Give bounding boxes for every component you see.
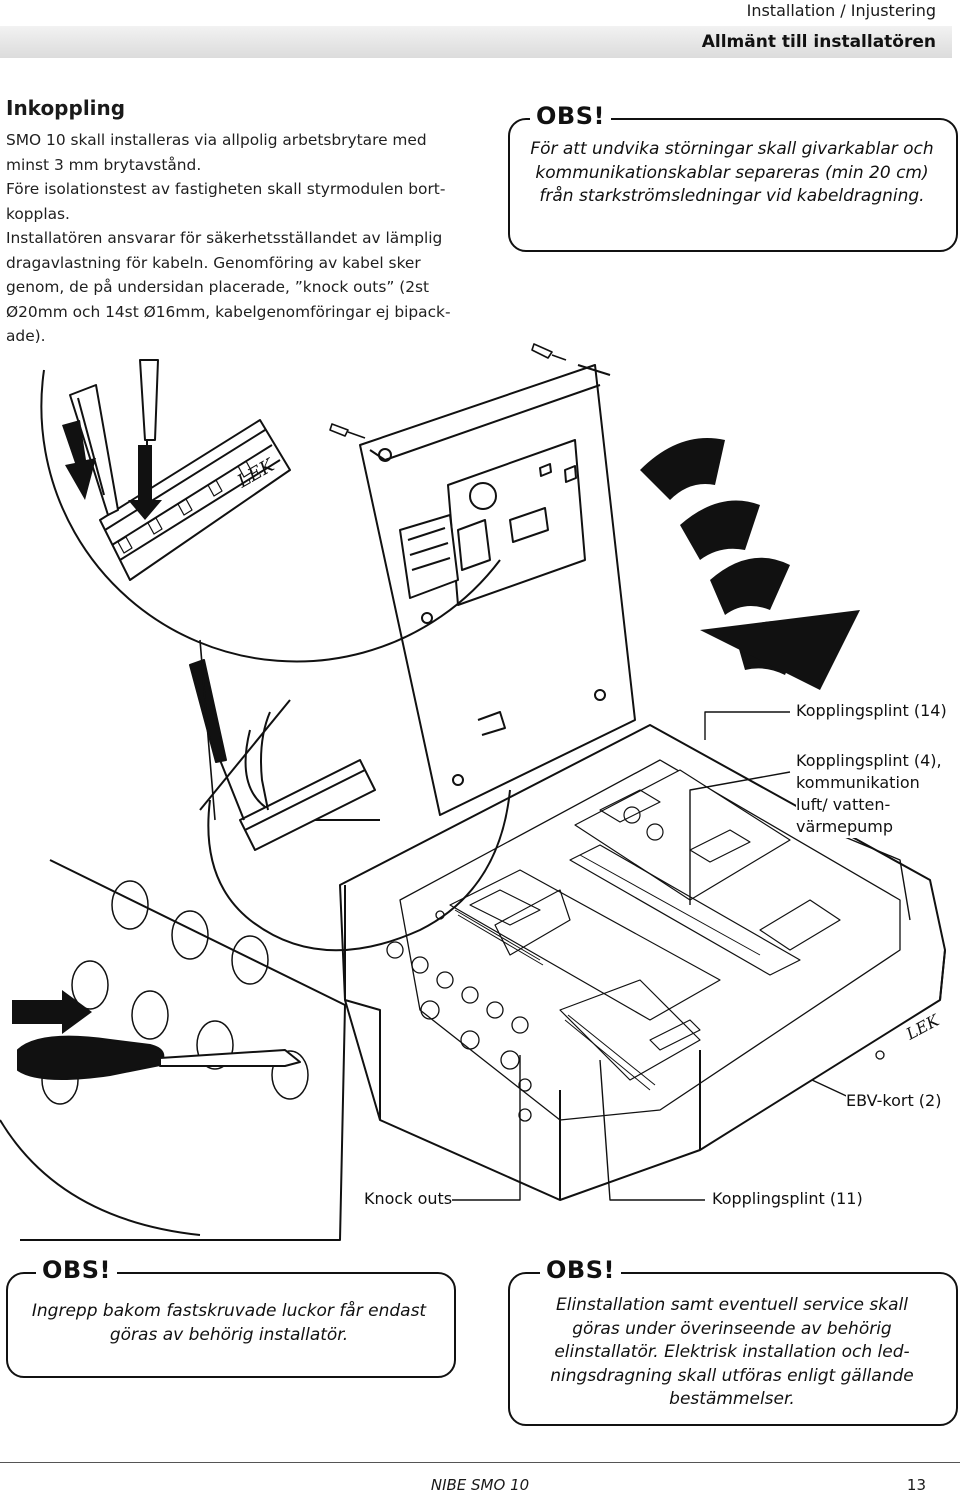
- obs-notice-electrical: [508, 1272, 958, 1426]
- callout-knock-outs: Knock outs: [364, 1188, 453, 1210]
- obs-label: OBS!: [530, 104, 611, 128]
- intro-paragraph-3: Installatören ansvarar för säkerhetsstäl…: [6, 229, 451, 345]
- obs-notice-authorized: [6, 1272, 456, 1378]
- enclosure-lid: [359, 364, 636, 816]
- callout-kopplingsplint-4: Kopplingsplint (4), kommunikation luft/ …: [796, 750, 956, 838]
- callout-kopplingsplint-14: Kopplingsplint (14): [796, 700, 947, 722]
- footer-divider: [0, 1462, 960, 1463]
- screwdriver: [17, 1035, 301, 1080]
- header-bar: [0, 26, 952, 58]
- intro-paragraph-2: Före isolationstest av fastigheten skall…: [6, 180, 446, 223]
- obs-label: OBS!: [540, 1258, 621, 1282]
- callout-kopplingsplint-11: Kopplingsplint (11): [712, 1188, 863, 1210]
- page-number: 13: [906, 1476, 926, 1494]
- obs-label: OBS!: [36, 1258, 117, 1282]
- footer-product: NIBE SMO 10: [430, 1476, 530, 1494]
- rotation-arrow: [640, 438, 860, 690]
- enclosure-base: [339, 724, 946, 1201]
- section-heading: Inkoppling: [6, 96, 126, 120]
- obs-text: Elinstallation samt eventuell service sk…: [550, 1295, 914, 1409]
- callout-ebv-kort: EBV-kort (2): [846, 1090, 942, 1112]
- detail-circle-bottom: [0, 659, 511, 1241]
- obs-text: För att undvika störningar skall givarka…: [530, 139, 934, 206]
- intro-paragraph-1: SMO 10 skall installeras via allpolig ar…: [6, 131, 427, 174]
- section-breadcrumb: Installation / Injustering: [746, 1, 936, 20]
- obs-notice-separation: [508, 118, 958, 252]
- obs-text: Ingrepp bakom fastskruvade luckor får en…: [31, 1301, 427, 1345]
- page-title: Allmänt till installatören: [701, 32, 936, 52]
